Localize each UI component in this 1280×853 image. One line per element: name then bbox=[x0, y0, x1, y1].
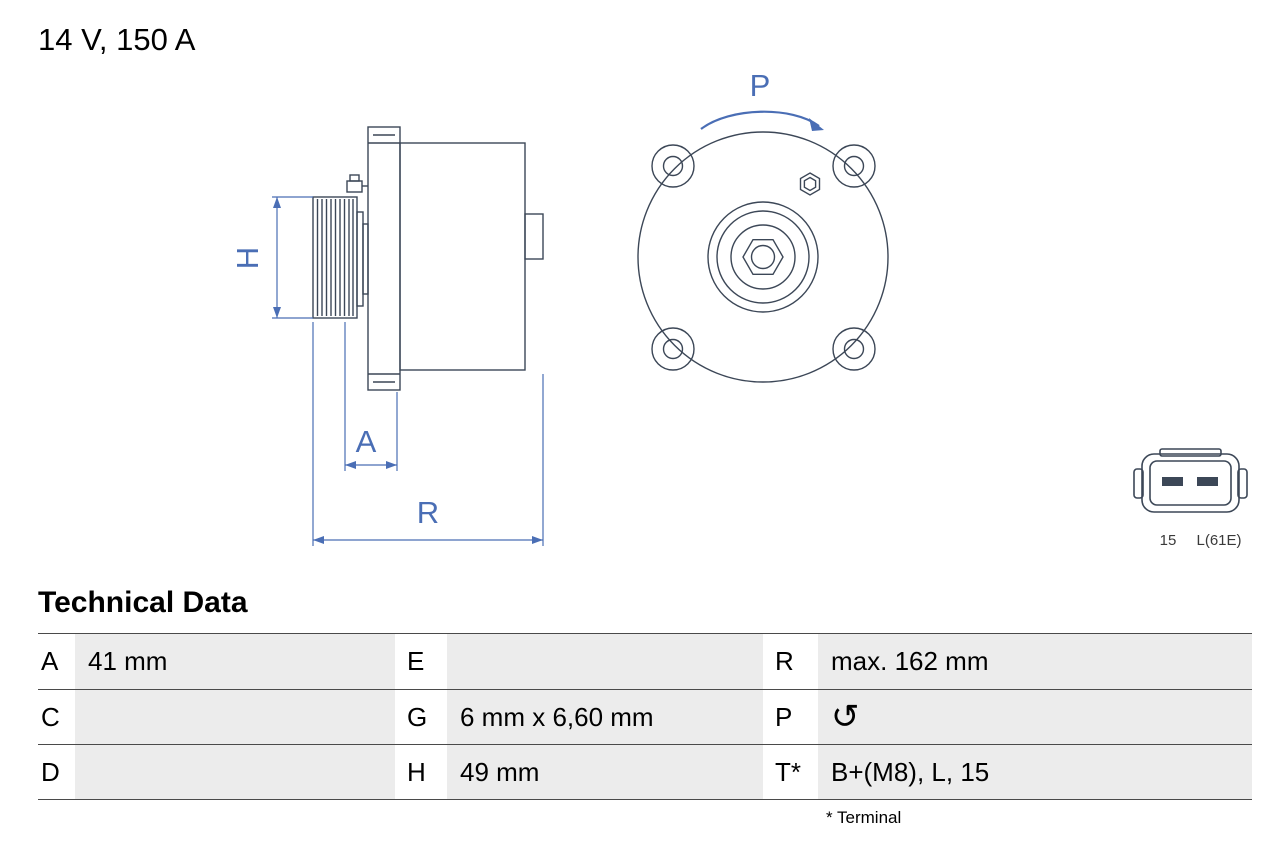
rotation-direction-icon: ↺ bbox=[831, 698, 860, 736]
shaft-hub bbox=[707, 201, 819, 313]
technical-data-section: Technical Data A 41 mm E R max. 162 mm C… bbox=[38, 586, 1252, 828]
pulley bbox=[312, 196, 358, 319]
alternator-side-view bbox=[312, 126, 544, 391]
row-value-e bbox=[447, 634, 763, 689]
voltage-current-rating: 14 V, 150 A bbox=[38, 22, 196, 57]
dimension-h bbox=[272, 196, 313, 319]
housing-outline bbox=[637, 131, 889, 383]
row-label-g: G bbox=[407, 701, 428, 732]
row-label-d: D bbox=[41, 756, 60, 787]
connector-pin-right-label: L(61E) bbox=[1196, 532, 1241, 549]
mounting-flange bbox=[367, 126, 401, 391]
table-row: D H 49 mm T* B+(M8), L, 15 bbox=[38, 744, 1252, 799]
dimension-r bbox=[312, 322, 544, 546]
row-value-g: 6 mm x 6,60 mm bbox=[447, 690, 763, 744]
dimension-a bbox=[344, 322, 398, 471]
technical-data-title: Technical Data bbox=[38, 586, 248, 619]
row-value-a: 41 mm bbox=[75, 634, 395, 689]
table-row: A 41 mm E R max. 162 mm bbox=[38, 634, 1252, 689]
row-label-a: A bbox=[41, 646, 59, 676]
top-bolt-detail bbox=[346, 174, 368, 193]
dimension-r-label: R bbox=[417, 495, 439, 530]
dimension-a-label: A bbox=[356, 424, 377, 459]
rotation-direction-arrow bbox=[700, 110, 824, 131]
row-value-t: B+(M8), L, 15 bbox=[818, 745, 1252, 799]
housing-body bbox=[399, 142, 526, 371]
row-label-r: R bbox=[775, 646, 794, 676]
connector-pin-left-label: 15 bbox=[1160, 532, 1177, 549]
technical-data-table: A 41 mm E R max. 162 mm C G 6 mm x 6,60 … bbox=[38, 633, 1252, 800]
row-value-d bbox=[75, 745, 395, 799]
terminal-footnote: * Terminal bbox=[826, 808, 902, 827]
small-hex-nut bbox=[799, 172, 821, 196]
alternator-front-view bbox=[637, 131, 889, 383]
row-value-p: ↺ bbox=[818, 690, 1252, 744]
row-label-h: H bbox=[407, 756, 426, 787]
row-value-r: max. 162 mm bbox=[818, 634, 1252, 689]
row-label-t: T* bbox=[775, 756, 801, 787]
connector-diagram bbox=[1133, 448, 1248, 513]
shaft-spacers bbox=[356, 211, 369, 307]
rotation-direction-label: P bbox=[750, 68, 771, 103]
row-value-h: 49 mm bbox=[447, 745, 763, 799]
connector-pin-right bbox=[1197, 477, 1218, 486]
connector-pin-left bbox=[1162, 477, 1183, 486]
row-label-e: E bbox=[407, 646, 425, 676]
row-value-c bbox=[75, 690, 395, 744]
table-row: C G 6 mm x 6,60 mm P ↺ bbox=[38, 689, 1252, 744]
dimension-h-label: H bbox=[230, 247, 265, 269]
row-label-p: P bbox=[775, 701, 793, 732]
row-label-c: C bbox=[41, 701, 60, 732]
technical-drawing: H A R bbox=[230, 68, 1248, 549]
mounting-ears bbox=[651, 144, 876, 371]
rear-terminal-block bbox=[524, 213, 544, 260]
